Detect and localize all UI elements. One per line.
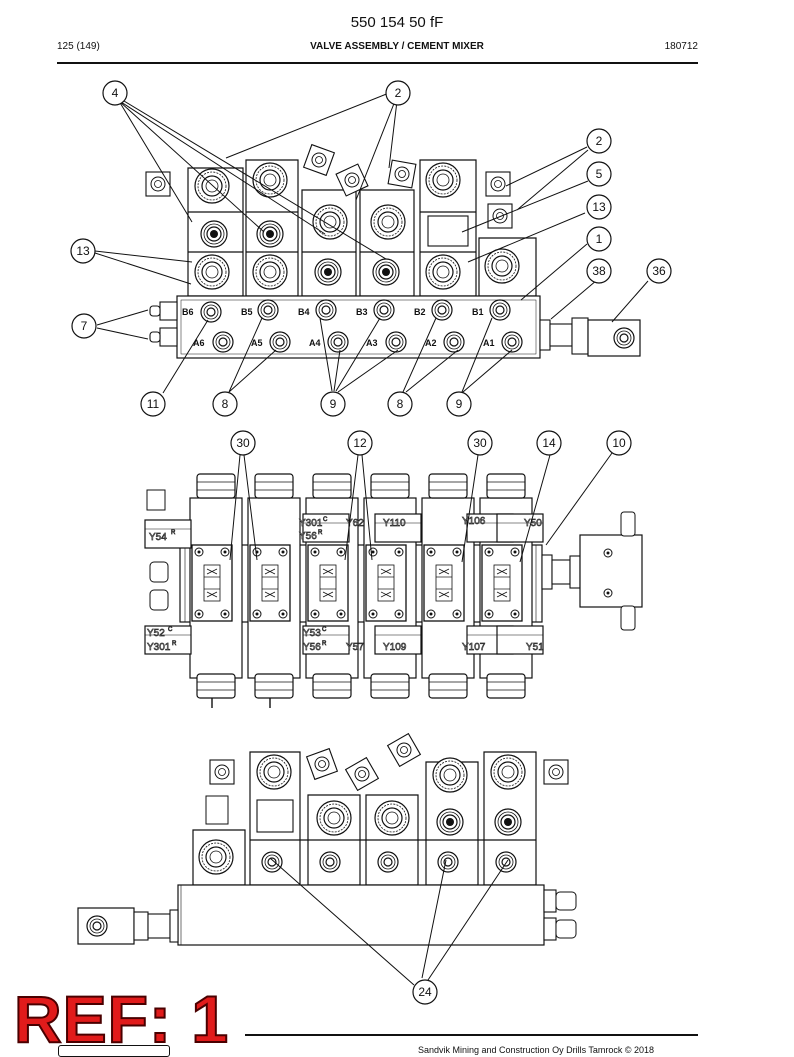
solenoid-label-y62: Y62 [346,518,364,529]
svg-text:1: 1 [596,232,603,246]
port-label-a5: A5 [251,338,263,348]
solenoid-label-y56-top: Y56 [299,531,317,542]
top-view-port-labels: B6 B5 B4 B3 B2 B1 A6 A5 A4 A3 A2 A1 [182,307,495,348]
svg-text:10: 10 [612,436,626,450]
svg-text:7: 7 [81,319,88,333]
solenoid-label-y110: Y110 [383,518,406,529]
callout-9: 9 [446,391,472,417]
page-number: 125 (149) [57,41,100,52]
callout-38: 38 [586,258,612,284]
callout-2: 2 [385,80,411,106]
callout-11: 11 [140,391,166,417]
callout-30: 30 [467,430,493,456]
port-label-a6: A6 [193,338,205,348]
solenoid-label-y109: Y109 [383,642,407,653]
svg-text:4: 4 [112,86,119,100]
ref-stamp: REF: 1 [13,982,230,1056]
svg-text:5: 5 [596,167,603,181]
date-code: 180712 [664,41,698,52]
solenoid-label-y106: Y106 [462,516,486,527]
port-label-b2: B2 [414,307,426,317]
svg-text:14: 14 [542,436,556,450]
callout-9: 9 [320,391,346,417]
svg-text:36: 36 [652,264,666,278]
svg-text:9: 9 [456,397,463,411]
port-label-b5: B5 [241,307,253,317]
callout-30: 30 [230,430,256,456]
callout-8: 8 [387,391,413,417]
svg-text:13: 13 [76,244,90,258]
page-title: VALVE ASSEMBLY / CEMENT MIXER [310,41,484,52]
solenoid-label-y301-bottom: Y301 [147,642,171,653]
solenoid-label-y53: Y53 [303,628,321,639]
document-number: 550 154 50 fF [350,14,444,31]
callout-8: 8 [212,391,238,417]
port-label-b3: B3 [356,307,368,317]
svg-text:30: 30 [473,436,487,450]
callout-5: 5 [586,161,612,187]
callout-13: 13 [70,238,96,264]
solenoid-suffix-y53: C [322,627,327,633]
solenoid-suffix-y56-top: R [318,530,323,536]
solenoid-suffix-y301-top: C [323,517,328,523]
callouts: 4 2 2 5 13 1 38 36 13 7 11 8 9 8 9 30 12… [70,80,672,1005]
middle-view-leader-lines [229,452,613,563]
footer-copyright: Sandvik Mining and Construction Oy Drill… [418,1045,655,1055]
port-label-a4: A4 [309,338,321,348]
svg-text:8: 8 [222,397,229,411]
svg-text:38: 38 [592,264,606,278]
solenoid-suffix-y56-bottom: R [322,641,327,647]
solenoid-labels: Y54 R Y301 C Y56 R Y62 Y110 Y106 Y50 Y52… [147,516,545,654]
bottom-view-leader-lines [269,857,509,986]
callout-14: 14 [536,430,562,456]
svg-text:2: 2 [395,86,402,100]
solenoid-suffix-y301-bottom: R [172,641,177,647]
solenoid-label-y50: Y50 [524,518,542,529]
port-label-a3: A3 [366,338,378,348]
port-label-b1: B1 [472,307,484,317]
footer-rule [245,1034,698,1036]
solenoid-label-y301-top: Y301 [299,518,323,529]
svg-text:30: 30 [236,436,250,450]
top-view-fittings [145,144,641,357]
bottom-view-fittings [77,733,577,945]
callout-10: 10 [606,430,632,456]
solenoid-suffix-y54: R [171,530,176,536]
svg-text:9: 9 [330,397,337,411]
solenoid-label-y52: Y52 [147,628,165,639]
header-rule [57,62,698,64]
callout-12: 12 [347,430,373,456]
middle-view-coils [144,473,643,708]
svg-text:12: 12 [353,436,367,450]
solenoid-label-y57: Y57 [346,642,364,653]
solenoid-label-y54: Y54 [149,532,167,543]
solenoid-label-y51: Y51 [526,642,544,653]
solenoid-suffix-y52: C [168,627,173,633]
callout-4: 4 [102,80,128,106]
port-label-b4: B4 [298,307,310,317]
solenoid-label-y56-bottom: Y56 [303,642,321,653]
svg-text:11: 11 [147,397,160,411]
svg-text:2: 2 [596,134,603,148]
callout-2: 2 [586,128,612,154]
top-view-leader-lines [94,92,649,394]
callout-13: 13 [586,194,612,220]
port-label-b6: B6 [182,307,194,317]
svg-text:24: 24 [418,985,432,999]
port-label-a1: A1 [483,338,495,348]
callout-7: 7 [71,313,97,339]
svg-text:13: 13 [592,200,606,214]
solenoid-label-y107: Y107 [462,642,486,653]
callout-36: 36 [646,258,672,284]
callout-24: 24 [412,979,438,1005]
port-label-a2: A2 [425,338,437,348]
svg-text:8: 8 [397,397,404,411]
callout-1: 1 [586,226,612,252]
